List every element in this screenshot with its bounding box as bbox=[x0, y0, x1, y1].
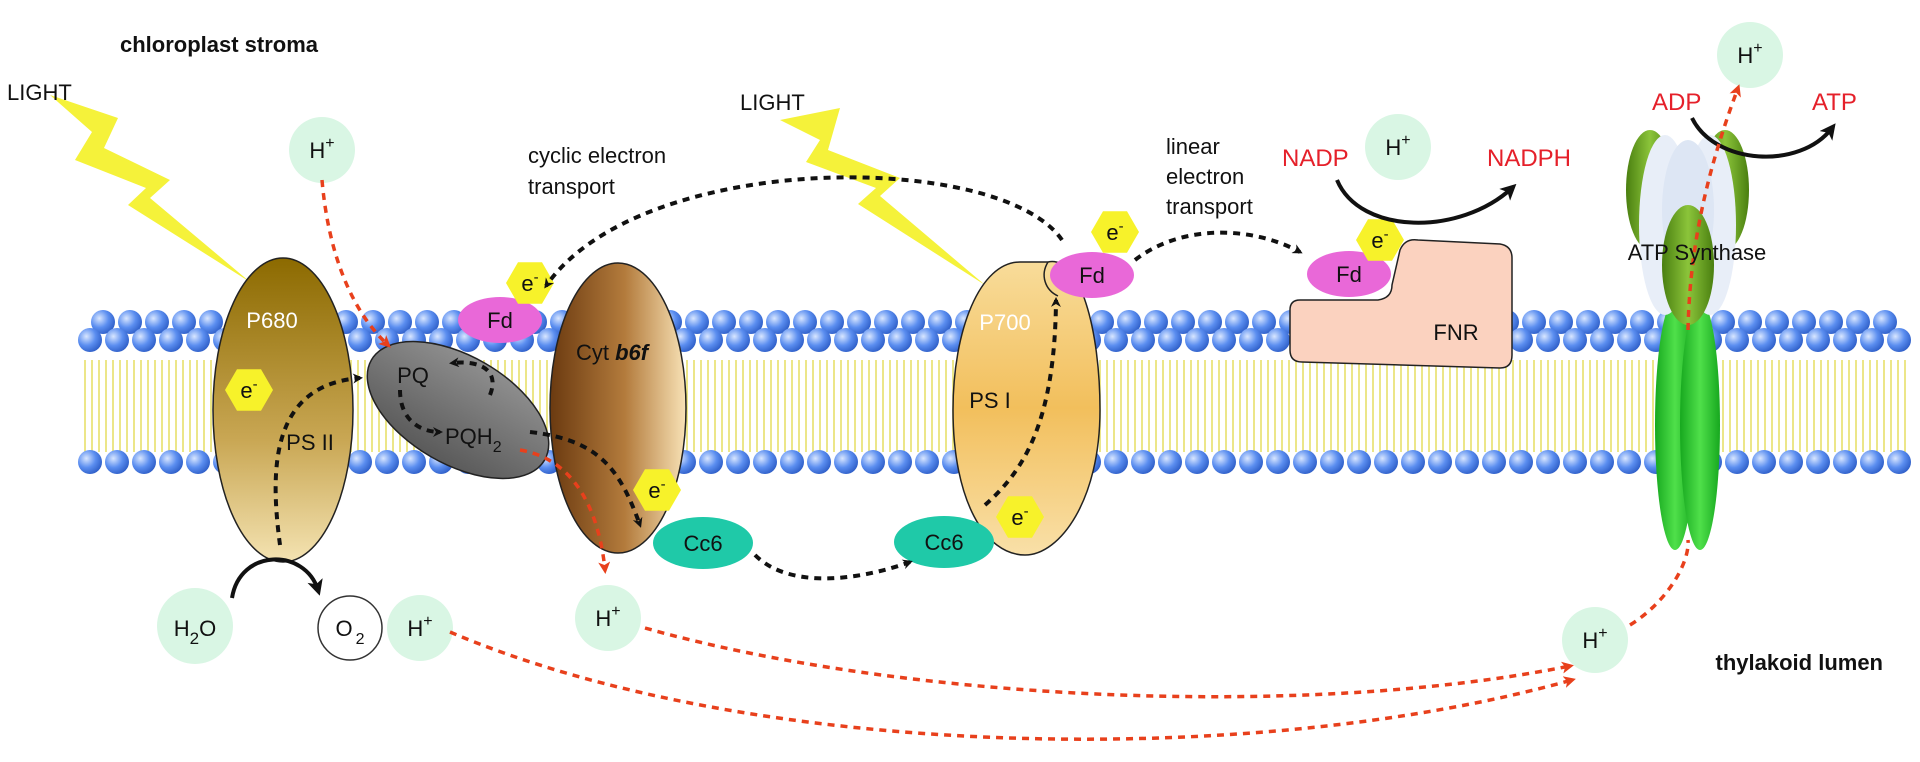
water-splitting-arrow bbox=[230, 557, 323, 599]
electron-label: e- bbox=[1011, 503, 1028, 530]
proton-label: H+ bbox=[407, 613, 432, 641]
proton-stroma-fnr: H+ bbox=[1365, 114, 1431, 180]
linear-label-line3: transport bbox=[1166, 194, 1253, 219]
atp-synthase-label: ATP Synthase bbox=[1628, 240, 1767, 265]
cytochrome-c6-right: Cc6 bbox=[894, 516, 994, 568]
proton-label: H+ bbox=[595, 603, 620, 631]
light-label-left: LIGHT bbox=[7, 80, 72, 105]
fnr-enzyme: FNR bbox=[1289, 238, 1513, 369]
proton-label: H+ bbox=[1737, 40, 1762, 68]
proton-stroma-atp: H+ bbox=[1717, 22, 1783, 88]
cyclic-label-line2: transport bbox=[528, 174, 615, 199]
svg-text:O2: O2 bbox=[335, 616, 364, 648]
plastoquinone-pool: PQ PQH2 bbox=[366, 340, 550, 480]
photosystem-ii: P680 PS II bbox=[212, 257, 354, 563]
proton-exit-arrow bbox=[1686, 84, 1741, 331]
light-label-right: LIGHT bbox=[740, 90, 805, 115]
electron-cyt-b6f-icon: e- bbox=[633, 469, 681, 511]
proton-to-synthase-arrow bbox=[1629, 539, 1690, 627]
pq-label: PQ bbox=[397, 363, 429, 388]
svg-text:Fd: Fd bbox=[1336, 262, 1362, 287]
lightning-bolt-icon bbox=[50, 95, 250, 282]
p700-label: P700 bbox=[979, 310, 1030, 335]
electron-fnr-icon: e- bbox=[1356, 219, 1404, 261]
ps1-label: PS I bbox=[969, 388, 1011, 413]
electron-fd-mid-icon: e- bbox=[1091, 211, 1139, 253]
p680-label: P680 bbox=[246, 308, 297, 333]
fnr-label: FNR bbox=[1433, 320, 1478, 345]
proton-gradient-arrow-upper bbox=[644, 626, 1574, 699]
proton-label: H+ bbox=[309, 135, 334, 163]
proton-lumen-cyt: H+ bbox=[575, 585, 641, 651]
linear-label-line2: electron bbox=[1166, 164, 1244, 189]
lightning-bolt-icon bbox=[780, 108, 985, 285]
svg-text:Fd: Fd bbox=[487, 308, 513, 333]
electron-fd-left-icon: e- bbox=[506, 262, 554, 304]
cyclic-label-line1: cyclic electron bbox=[528, 143, 666, 168]
svg-text:H2O: H2O bbox=[174, 616, 216, 648]
svg-text:Fd: Fd bbox=[1079, 263, 1105, 288]
cyt-b6f-label: Cyt b6f bbox=[576, 340, 651, 365]
adp-label: ADP bbox=[1652, 89, 1701, 116]
linear-transport-arrow bbox=[1133, 230, 1303, 262]
electron-label: e- bbox=[240, 376, 257, 403]
svg-text:Cc6: Cc6 bbox=[924, 530, 963, 555]
proton-gradient-arrow-lower bbox=[449, 630, 1576, 741]
atp-formation-arrow bbox=[1690, 117, 1836, 159]
cyclic-transport-arrow bbox=[544, 175, 1064, 289]
stroma-label: chloroplast stroma bbox=[120, 32, 319, 57]
cc6-transfer-arrow bbox=[753, 553, 913, 581]
nadph-label: NADPH bbox=[1487, 145, 1571, 172]
nadp-reduction-arrow bbox=[1335, 179, 1517, 225]
linear-label-line1: linear bbox=[1166, 134, 1220, 159]
atp-synthase bbox=[1626, 130, 1749, 550]
proton-stroma-ps2: H+ bbox=[289, 117, 355, 183]
proton-lumen-ps2: H+ bbox=[387, 595, 453, 661]
electrons: e-e-e-e-e-e- bbox=[225, 211, 1404, 538]
proton-label: H+ bbox=[1582, 625, 1607, 653]
electron-label: e- bbox=[648, 476, 665, 503]
photosystem-i: P700 PS I bbox=[952, 260, 1101, 556]
pq-cycle-arrow bbox=[449, 357, 495, 396]
proton-label: H+ bbox=[1385, 132, 1410, 160]
nadp-label: NADP bbox=[1282, 145, 1349, 172]
electron-label: e- bbox=[521, 269, 538, 296]
electron-label: e- bbox=[1106, 218, 1123, 245]
ps2-label: PS II bbox=[286, 430, 334, 455]
pqh2-label: PQH2 bbox=[445, 424, 502, 456]
electron-label: e- bbox=[1371, 226, 1388, 253]
cytochrome-c6-left: Cc6 bbox=[653, 517, 753, 569]
ferredoxin-right: Fd bbox=[1307, 251, 1391, 297]
electron-path-ps2-to-pq bbox=[273, 373, 363, 546]
svg-text:Cc6: Cc6 bbox=[683, 531, 722, 556]
water-molecule: H2O bbox=[157, 588, 233, 664]
proton-uptake-arrow bbox=[320, 179, 391, 348]
proton-lumen-atp: H+ bbox=[1562, 607, 1628, 673]
ferredoxin-mid: Fd bbox=[1050, 252, 1134, 298]
pqh2-to-cc6-arrow bbox=[529, 430, 643, 528]
electron-ps2-icon: e- bbox=[225, 369, 273, 411]
electron-ps1-icon: e- bbox=[996, 496, 1044, 538]
ferredoxin-left: Fd bbox=[458, 297, 542, 343]
ps1-electron-path bbox=[983, 297, 1061, 507]
lumen-label: thylakoid lumen bbox=[1716, 650, 1883, 675]
proton-release-arrow bbox=[519, 448, 611, 574]
atp-label: ATP bbox=[1812, 89, 1857, 116]
protons: H+ H+ H+ H+ H+ H+ bbox=[289, 22, 1783, 673]
